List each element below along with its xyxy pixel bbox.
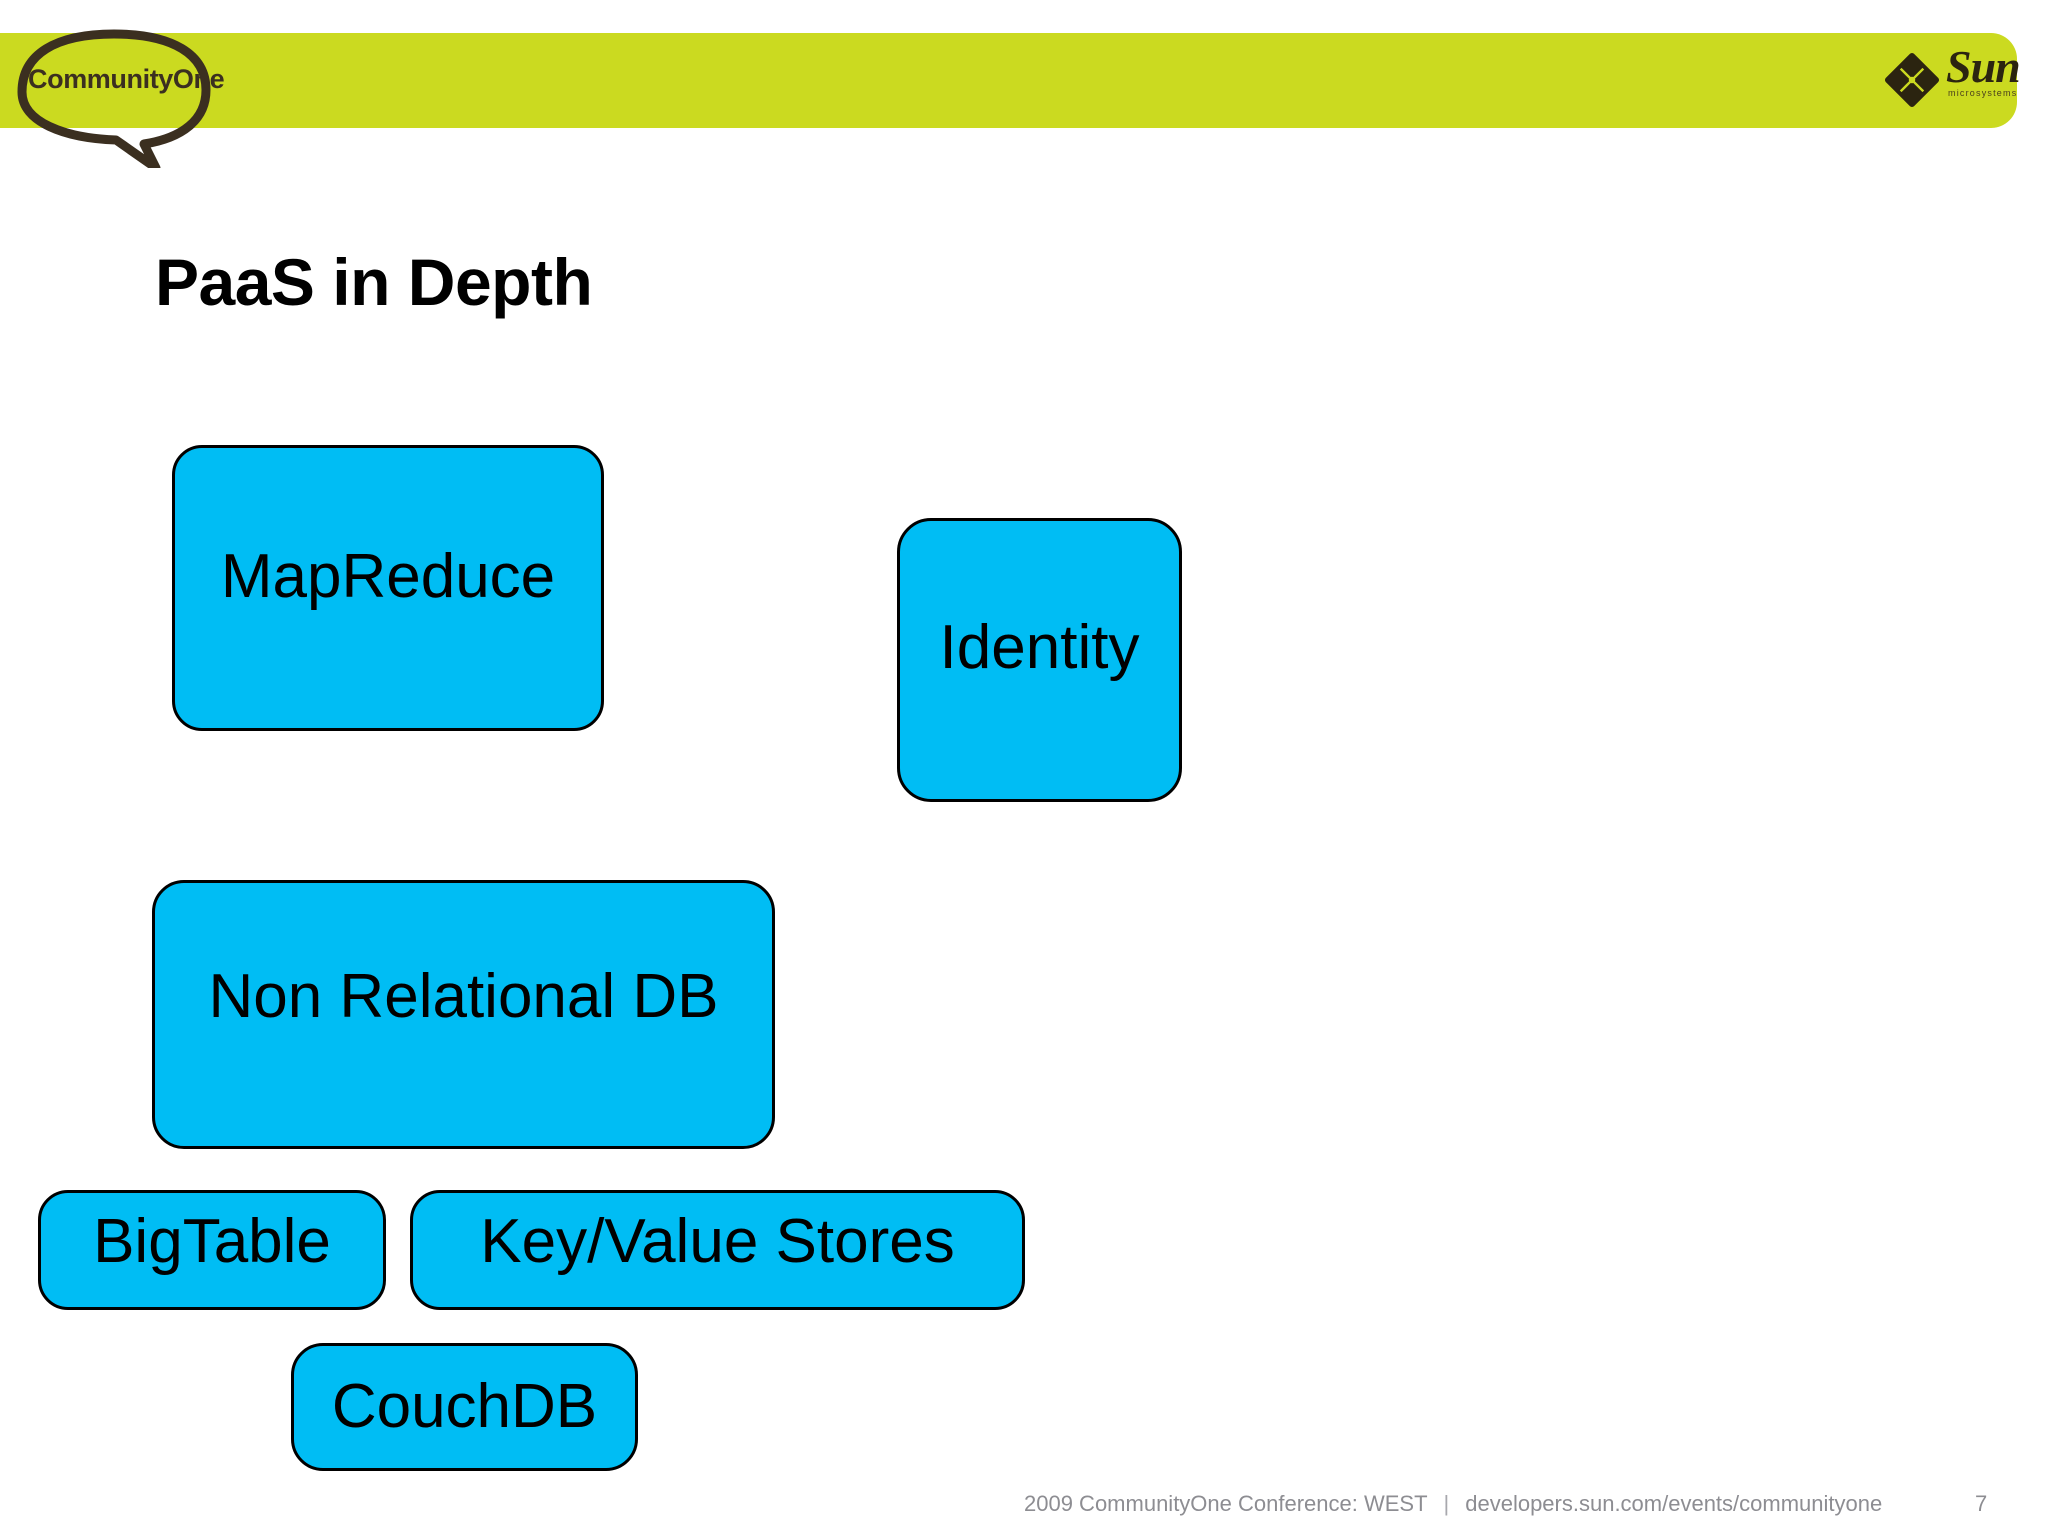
sun-wordmark: Sun microsystems: [1946, 41, 2026, 99]
slide-footer: 2009 CommunityOne Conference: WEST | devel…: [0, 1490, 2048, 1530]
diagram-node-mapreduce[interactable]: MapReduce: [172, 445, 604, 731]
diagram-node-couchdb[interactable]: CouchDB: [291, 1343, 638, 1471]
sun-wordmark-text: Sun: [1946, 41, 2021, 92]
diagram-node-identity-label: Identity: [939, 613, 1140, 682]
diagram-node-key-value-stores-label: Key/Value Stores: [480, 1207, 955, 1276]
footer-url-text: developers.sun.com/events/communityone: [1465, 1491, 1883, 1516]
diagram-node-non-relational-db[interactable]: Non Relational DB: [152, 880, 775, 1149]
diagram-node-bigtable[interactable]: BigTable: [38, 1190, 386, 1310]
footer-page-number: 7: [1975, 1491, 1988, 1516]
speech-bubble-icon: [17, 29, 211, 168]
header-accent-bar: [0, 33, 2017, 128]
footer-separator: |: [1443, 1491, 1450, 1516]
communityone-wordmark-primary: Community: [28, 64, 173, 94]
communityone-wordmark: CommunityOne: [28, 64, 228, 95]
diagram-node-non-relational-db-label: Non Relational DB: [208, 962, 719, 1031]
page-title: PaaS in Depth: [155, 245, 593, 319]
diagram-node-bigtable-label: BigTable: [93, 1207, 331, 1276]
footer-conference-text: 2009 CommunityOne Conference: WEST: [1024, 1491, 1428, 1516]
diagram-node-couchdb-label: CouchDB: [331, 1372, 598, 1441]
communityone-wordmark-secondary: One: [172, 64, 225, 94]
sun-sub-wordmark-text: microsystems: [1948, 88, 2018, 98]
diagram-node-identity[interactable]: Identity: [897, 518, 1182, 802]
diagram-node-mapreduce-label: MapReduce: [220, 542, 556, 611]
communityone-logo: CommunityOne: [4, 18, 244, 168]
footer-credits: 2009 CommunityOne Conference: WEST | devel…: [1024, 1490, 1882, 1518]
sun-diamond-icon: [1884, 52, 1940, 108]
diagram-node-key-value-stores[interactable]: Key/Value Stores: [410, 1190, 1025, 1310]
sun-microsystems-logo: Sun microsystems: [1884, 38, 2024, 122]
